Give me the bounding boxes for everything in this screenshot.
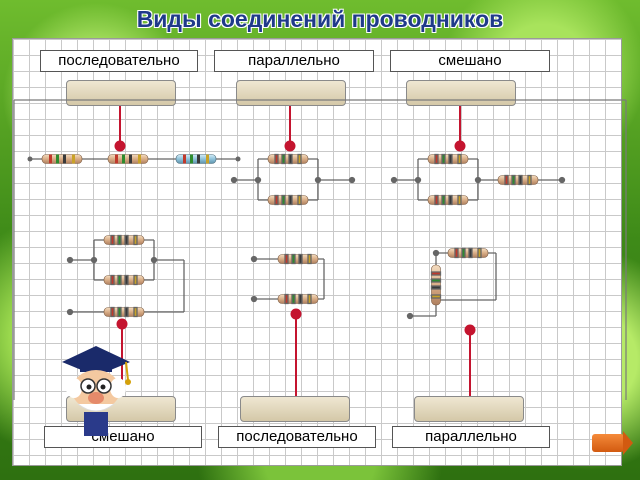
professor-mascot-icon xyxy=(62,346,131,436)
bottom-drop-slot-3[interactable] xyxy=(414,396,524,422)
circuit-parallel-bottom xyxy=(406,247,497,320)
bottom-label-3[interactable]: параллельно xyxy=(392,426,550,448)
top-label-3[interactable]: смешано xyxy=(390,50,550,72)
page-title: Виды соединений проводников xyxy=(136,6,504,32)
grid-board xyxy=(12,38,622,466)
circuit-parallel-top xyxy=(230,153,356,206)
top-label-2[interactable]: параллельно xyxy=(214,50,374,72)
top-bus-wire xyxy=(13,99,627,400)
circuit-mixed-bottom xyxy=(66,234,185,318)
circuit-series-top xyxy=(27,154,241,164)
bottom-drop-slot-2[interactable] xyxy=(240,396,350,422)
top-drop-slot-3[interactable] xyxy=(406,80,516,106)
top-label-1[interactable]: последовательно xyxy=(40,50,198,72)
connector-lines xyxy=(114,106,476,396)
circuit-series-bottom xyxy=(250,253,325,305)
next-arrow-button[interactable] xyxy=(592,431,633,455)
top-drop-slot-2[interactable] xyxy=(236,80,346,106)
top-drop-slot-1[interactable] xyxy=(66,80,176,106)
circuit-mixed-top xyxy=(390,153,566,206)
bottom-label-2[interactable]: последовательно xyxy=(218,426,376,448)
